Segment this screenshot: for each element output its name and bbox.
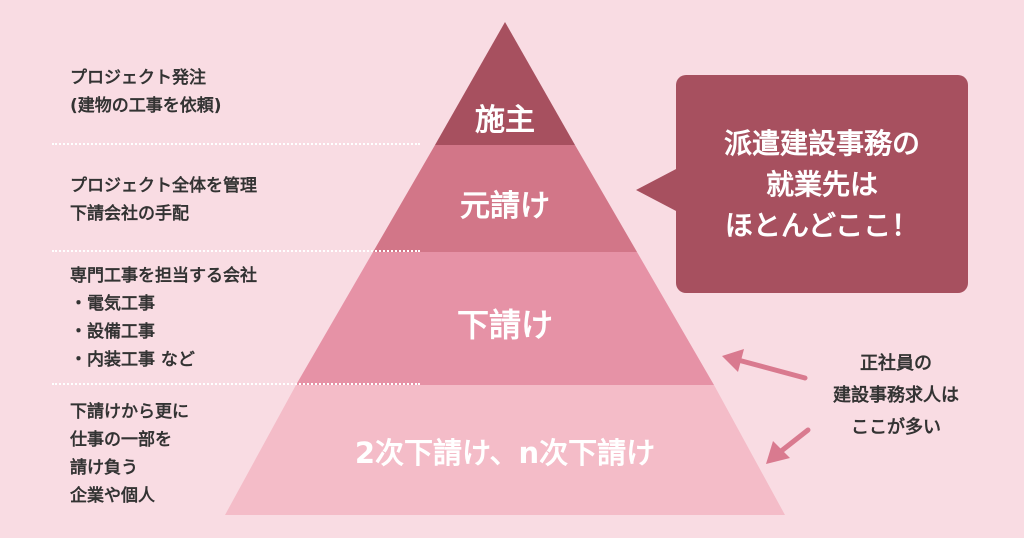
description-owner: プロジェクト発注 (建物の工事を依頼) bbox=[70, 64, 222, 120]
pyramid-tier-nth-subcontractor bbox=[225, 385, 785, 515]
arrow-left-icon bbox=[766, 427, 811, 464]
divider bbox=[52, 143, 420, 145]
pyramid-tier-prime-contractor bbox=[373, 145, 637, 252]
tier-label-subcontractor: 下請け bbox=[456, 306, 554, 344]
callout-line: 就業先は bbox=[765, 167, 878, 201]
description-line: ・電気工事 bbox=[70, 294, 155, 314]
pyramid-tier-owner bbox=[435, 22, 575, 145]
description-line: プロジェクト発注 bbox=[70, 68, 206, 88]
divider bbox=[52, 383, 420, 385]
description-line: 請け負う bbox=[70, 458, 138, 478]
description-line: 仕事の一部を bbox=[70, 430, 172, 450]
description-prime-contractor: プロジェクト全体を管理 下請会社の手配 bbox=[70, 172, 257, 228]
callout-line: ほとんどここ！ bbox=[724, 208, 920, 242]
description-line: プロジェクト全体を管理 bbox=[70, 176, 257, 196]
callout-line: 派遣建設事務の bbox=[723, 126, 920, 160]
description-line: 下請けから更に bbox=[70, 402, 189, 422]
tier-label-nth-subcontractor: 2次下請け、n次下請け bbox=[354, 436, 656, 470]
note-line: 建設事務求人は bbox=[833, 385, 959, 406]
arrow-left-icon bbox=[722, 349, 808, 381]
callout-pointer bbox=[636, 168, 678, 212]
description-line: ・内装工事 など bbox=[70, 350, 195, 370]
description-line: (建物の工事を依頼) bbox=[70, 96, 222, 116]
description-line: ・設備工事 bbox=[70, 322, 155, 342]
callout-text: 派遣建設事務の 就業先は ほとんどここ！ bbox=[676, 75, 968, 293]
note-text: 正社員の 建設事務求人は ここが多い bbox=[816, 348, 976, 444]
description-line: 下請会社の手配 bbox=[70, 204, 189, 224]
description-subcontractor: 専門工事を担当する会社 ・電気工事 ・設備工事 ・内装工事 など bbox=[70, 262, 257, 374]
description-line: 専門工事を担当する会社 bbox=[70, 266, 257, 286]
description-nth-subcontractor: 下請けから更に 仕事の一部を 請け負う 企業や個人 bbox=[70, 398, 189, 510]
callout-bubble: 派遣建設事務の 就業先は ほとんどここ！ bbox=[676, 75, 968, 293]
note-line: ここが多い bbox=[851, 417, 941, 438]
tier-label-owner: 施主 bbox=[475, 103, 535, 138]
description-line: 企業や個人 bbox=[70, 486, 155, 506]
pyramid-tier-subcontractor bbox=[296, 252, 714, 385]
divider bbox=[52, 250, 420, 252]
note-line: 正社員の bbox=[860, 353, 932, 374]
tier-label-prime-contractor: 元請け bbox=[460, 189, 550, 224]
